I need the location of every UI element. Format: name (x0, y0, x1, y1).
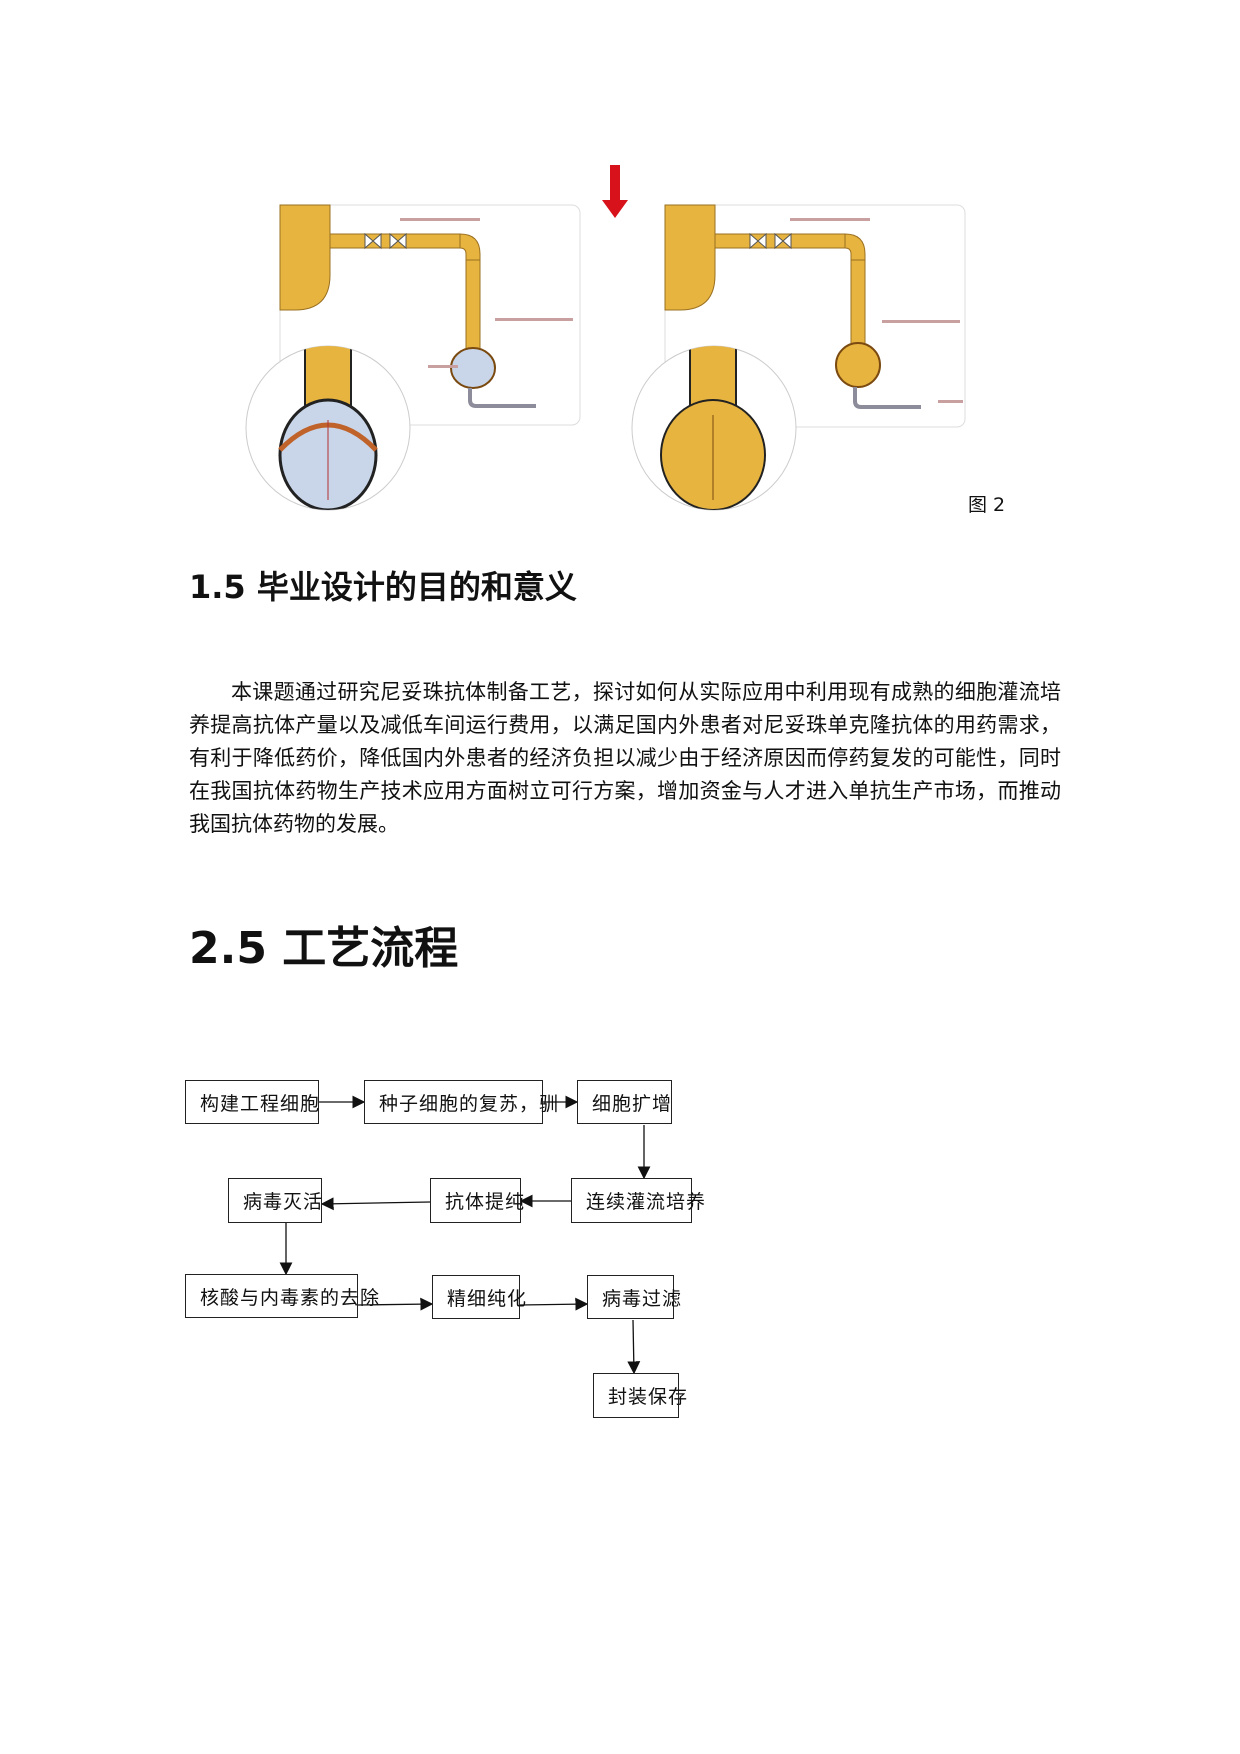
arrow (320, 1197, 431, 1211)
filter-system-figure (245, 165, 966, 511)
flow-step: 封装保存 (593, 1373, 687, 1418)
flow-step: 连续灌流培养 (571, 1178, 705, 1223)
flow-step: 细胞扩增 (577, 1080, 672, 1124)
flow-step: 抗体提纯 (430, 1178, 524, 1223)
left-diagram-panel (245, 204, 581, 511)
flow-step: 病毒灭活 (228, 1178, 322, 1223)
red-down-arrow-icon (602, 165, 628, 218)
arrow (627, 1319, 641, 1375)
arrow (519, 1297, 589, 1311)
section-paragraph: 本课题通过研究尼妥珠抗体制备工艺，探讨如何从实际应用中利用现有成熟的细胞灌流培养… (189, 680, 1061, 836)
flow-step: 病毒过滤 (587, 1275, 681, 1319)
figure-caption: 图 2 (968, 494, 1006, 516)
flow-step: 种子细胞的复苏，驯 (364, 1080, 558, 1124)
section-heading-1-5: 1.5 毕业设计的目的和意义 (189, 568, 577, 606)
flow-step: 精细纯化 (432, 1275, 526, 1319)
arrow (357, 1297, 434, 1311)
flow-step: 构建工程细胞 (185, 1080, 319, 1124)
section-heading-2-5: 2.5 工艺流程 (189, 923, 459, 974)
right-diagram-panel (631, 204, 966, 511)
flow-step: 核酸与内毒素的去除 (185, 1274, 379, 1318)
